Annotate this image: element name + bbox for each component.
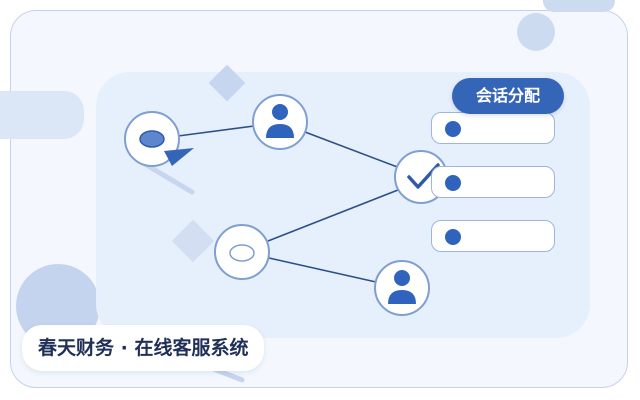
status-dot-icon <box>445 175 461 191</box>
queue-slot <box>431 220 555 252</box>
user-icon <box>266 104 294 138</box>
agent-node-bottom <box>374 260 430 316</box>
link-visitor-to-agent <box>268 257 377 283</box>
agent-node-top <box>252 94 308 150</box>
user-icon <box>388 270 416 304</box>
brand-caption: 春天财务 · 在线客服系统 <box>22 325 265 371</box>
decor-pill-left <box>0 91 84 139</box>
link-agent-to-router <box>304 131 401 169</box>
chat-bubble-icon <box>139 130 194 166</box>
assignment-badge: 会话分配 <box>452 78 564 114</box>
queue-slot <box>431 166 555 198</box>
visitor-node <box>214 224 270 280</box>
link-chat-to-agent <box>177 125 255 137</box>
chat-node <box>124 111 194 167</box>
empty-ellipse-icon <box>229 244 255 262</box>
status-dot-icon <box>445 121 461 137</box>
status-dot-icon <box>445 229 461 245</box>
connection-lines <box>177 125 401 283</box>
decor-circle-top-right <box>517 13 555 51</box>
link-visitor-to-router <box>267 189 399 242</box>
queue-slot <box>431 112 555 144</box>
decor-pill-top-right <box>543 0 615 12</box>
